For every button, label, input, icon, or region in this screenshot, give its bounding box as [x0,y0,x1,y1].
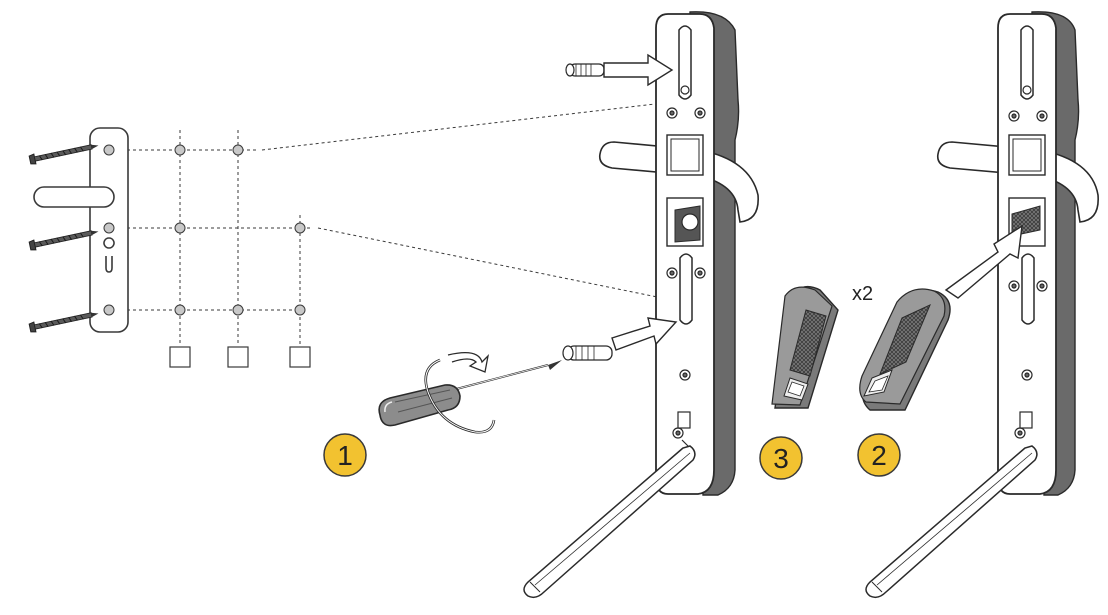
insert-icon [771,286,839,409]
screw-icon [28,144,99,165]
screw-icon [28,230,99,251]
insert-arrow-top [603,53,674,87]
handle-assembly-center [523,11,759,599]
keyhole-icon [103,237,115,273]
insert-icon [859,288,951,411]
drilling-template [28,103,673,368]
template-dots [103,144,306,316]
lever-handle [598,141,759,223]
upper-slot [678,25,692,100]
step-badge-1: 1 [323,433,367,477]
rotation-arrow-icon [424,352,496,434]
template-squares [169,346,311,368]
door-handle-icon [33,186,115,208]
step-number: 2 [871,440,887,471]
handle-assembly-right [865,11,1099,599]
template-guide-lines [115,103,673,345]
insert-arrow-right [944,224,1023,299]
screw-icon [28,312,99,333]
screwdriver-icon [378,360,562,427]
step-number: 3 [773,443,789,474]
spindle-bolt-icon [562,345,613,361]
step-badge-3: 3 [759,436,803,480]
step-number: 1 [337,440,353,471]
insert-arrow-bottom [611,317,678,351]
multiplier-label: x2 [852,283,873,305]
spindle-bolt-icon [565,63,605,77]
step-badge-2: 2 [857,433,901,477]
